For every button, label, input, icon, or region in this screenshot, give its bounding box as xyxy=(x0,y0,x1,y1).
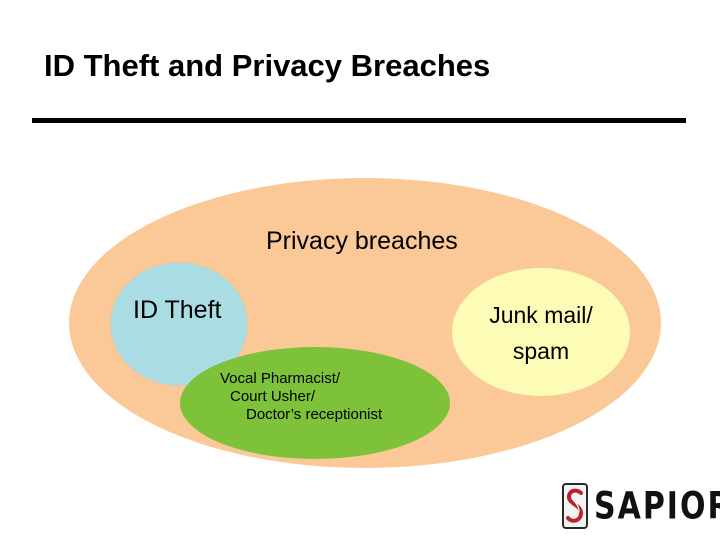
vocal-line-3: Doctor’s receptionist xyxy=(246,406,383,423)
title-underline xyxy=(32,118,686,123)
sapior-s-glyph xyxy=(566,488,584,523)
vocal-line-2: Court Usher/ xyxy=(230,388,316,405)
junk-mail-ellipse xyxy=(452,268,630,396)
sapior-logo: SAPIOR xyxy=(562,481,720,531)
sapior-s-icon xyxy=(562,483,588,529)
vocal-line-1: Vocal Pharmacist/ xyxy=(220,370,341,387)
sapior-wordmark: SAPIOR xyxy=(594,484,720,528)
vocal-pharmacist-label: Vocal Pharmacist/ Court Usher/ Doctor’s … xyxy=(220,370,382,424)
vocal-pharmacist-ellipse xyxy=(180,347,450,459)
privacy-breaches-label: Privacy breaches xyxy=(266,227,458,255)
junk-mail-line-2: spam xyxy=(512,338,570,364)
junk-mail-line-1: Junk mail/ xyxy=(489,302,593,328)
id-theft-label: ID Theft xyxy=(133,296,222,324)
slide-title: ID Theft and Privacy Breaches xyxy=(44,48,491,83)
junk-mail-label: Junk mail/ spam xyxy=(452,297,630,369)
